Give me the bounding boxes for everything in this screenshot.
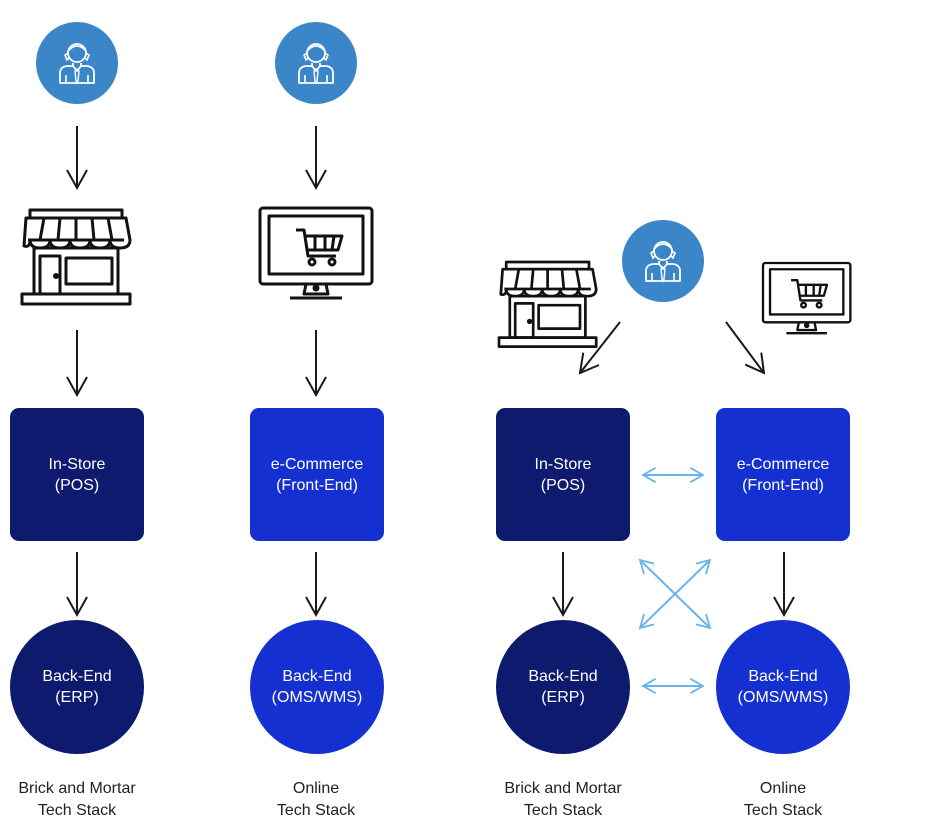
- circle-line2: (ERP): [55, 689, 99, 706]
- oms-wms-backend-circle: Back-End (OMS/WMS): [716, 620, 850, 754]
- storefront-icon: [497, 260, 598, 348]
- circle-line1: Back-End: [748, 668, 818, 685]
- caption-line1: Brick and Mortar: [18, 780, 136, 797]
- erp-backend-circle: Back-End (ERP): [10, 620, 144, 754]
- box-line1: e-Commerce: [736, 455, 830, 473]
- caption-line1: Online: [759, 780, 807, 797]
- box-line2: (POS): [540, 476, 586, 494]
- oms-wms-backend-circle: Back-End (OMS/WMS): [250, 620, 384, 754]
- caption-line2: Tech Stack: [743, 802, 823, 819]
- left-user-avatar-online: [275, 22, 357, 104]
- circle-line2: (OMS/WMS): [737, 689, 829, 706]
- circle-line2: (OMS/WMS): [271, 689, 363, 706]
- monitor-shopping-cart-icon: [761, 261, 852, 335]
- erp-backend-circle: Back-End (ERP): [496, 620, 630, 754]
- circle-line2: (ERP): [541, 689, 585, 706]
- ecommerce-frontend-box: e-Commerce (Front-End): [716, 408, 850, 541]
- box-line1: In-Store: [48, 455, 106, 473]
- caption-line2: Tech Stack: [37, 802, 117, 819]
- online-caption: Online Tech Stack: [226, 778, 406, 822]
- caption-line1: Online: [292, 780, 340, 797]
- brick-and-mortar-caption: Brick and Mortar Tech Stack: [473, 778, 653, 822]
- monitor-shopping-cart-icon: [258, 206, 374, 300]
- instore-pos-box: In-Store (POS): [496, 408, 630, 541]
- caption-line2: Tech Stack: [276, 802, 356, 819]
- circle-line1: Back-End: [282, 668, 352, 685]
- brick-and-mortar-caption: Brick and Mortar Tech Stack: [0, 778, 167, 822]
- online-caption: Online Tech Stack: [693, 778, 873, 822]
- caption-line1: Brick and Mortar: [504, 780, 622, 797]
- box-line2: (Front-End): [742, 476, 824, 494]
- box-line1: In-Store: [534, 455, 592, 473]
- circle-line1: Back-End: [528, 668, 598, 685]
- box-line2: (Front-End): [276, 476, 358, 494]
- box-line1: e-Commerce: [270, 455, 364, 473]
- ecommerce-frontend-box: e-Commerce (Front-End): [250, 408, 384, 541]
- arrow-user-to-ecommerce: [725, 321, 766, 375]
- caption-line2: Tech Stack: [523, 802, 603, 819]
- sync-arrow-ecommerce-erp: [638, 558, 712, 630]
- box-line2: (POS): [54, 476, 100, 494]
- circle-line1: Back-End: [42, 668, 112, 685]
- left-user-avatar-brick: [36, 22, 118, 104]
- instore-pos-box: In-Store (POS): [10, 408, 144, 541]
- arrow-user-to-pos: [578, 321, 621, 375]
- right-user-avatar: [622, 220, 704, 302]
- storefront-icon: [20, 208, 132, 306]
